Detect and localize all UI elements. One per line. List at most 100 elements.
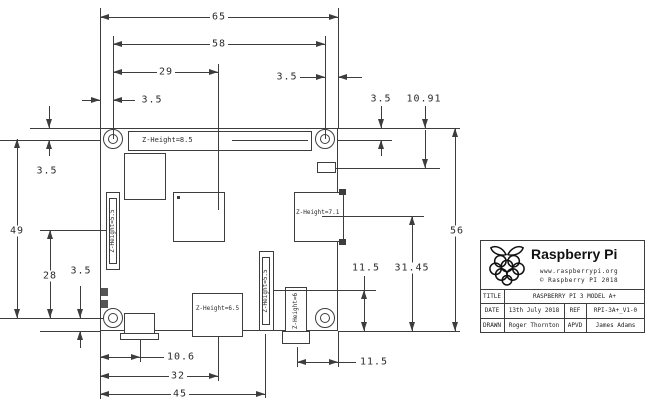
arrow-down-icon (378, 119, 384, 128)
title-block-divider (480, 303, 645, 304)
arrow-up-icon (409, 216, 415, 225)
date-value: 13th July 2018 (508, 307, 560, 314)
dim-label-11.5-right: 11.5 (349, 262, 383, 274)
extension-line (336, 168, 440, 169)
extension-line (30, 128, 100, 129)
dim-label-3.5-top-left: 3.5 (139, 94, 165, 106)
arrow-up-icon (14, 139, 20, 148)
mounting-hole-bottom-left-inner (108, 313, 118, 323)
drawn-value: Roger Thornton (508, 322, 560, 329)
dim-label-3.5-bottom-left: 3.5 (68, 265, 94, 277)
status-led-1 (101, 288, 108, 296)
arrow-down-icon (47, 309, 53, 318)
title-label: TITLE (482, 292, 502, 300)
arrow-up-icon (378, 140, 384, 149)
dim-line (100, 357, 140, 358)
extension-line (40, 230, 106, 231)
usb-connector-label: Z-Height=6.5 (195, 305, 240, 312)
extension-line (0, 318, 103, 319)
hdmi-connector (294, 192, 344, 242)
gpio-header (128, 131, 312, 151)
gpio-leader-line (232, 140, 308, 141)
arrow-up-icon (77, 331, 83, 340)
extension-line (100, 331, 101, 399)
extension-line (338, 331, 339, 367)
arrow-left-icon (100, 373, 109, 379)
arrow-up-icon (46, 140, 52, 149)
dim-label-3.5-top-right: 3.5 (274, 71, 300, 83)
dim-line (425, 106, 426, 128)
dim-line (425, 130, 426, 168)
title-block-divider (504, 289, 505, 333)
dim-line (338, 77, 362, 78)
extension-line (140, 340, 141, 362)
hdmi-pin-bottom (339, 239, 346, 245)
dim-label-11.5-bottom: 11.5 (357, 356, 391, 368)
status-led-2 (101, 300, 108, 308)
extension-line (338, 331, 460, 332)
arrow-left-icon (297, 359, 306, 365)
arrow-down-icon (409, 322, 415, 331)
dim-line (80, 286, 81, 318)
extension-line (218, 337, 219, 381)
dim-label-28: 28 (40, 270, 60, 282)
arrow-left-icon (100, 354, 109, 360)
arrow-down-icon (46, 119, 52, 128)
dim-label-32: 32 (168, 370, 188, 382)
website-text: www.raspberrypi.org (539, 268, 619, 275)
dim-label-29: 29 (156, 66, 176, 78)
arrow-left-icon (113, 41, 122, 47)
extension-line (338, 128, 460, 129)
extension-line (338, 140, 392, 141)
brand-name: Raspberry Pi (531, 246, 618, 262)
title-block-divider (480, 318, 645, 319)
dim-label-3.5-left-top: 3.5 (34, 165, 60, 177)
run-header (317, 162, 336, 173)
arrow-down-icon (422, 119, 428, 128)
usb-connector (192, 293, 243, 337)
micro-usb-flange (120, 333, 159, 340)
drawing-title: RASPBERRY PI 3 MODEL A+ (532, 292, 617, 300)
micro-usb-power (124, 313, 155, 334)
extension-line (265, 334, 266, 398)
soc-pin1-marker (177, 196, 180, 199)
extension-line (325, 36, 326, 139)
dim-line (113, 100, 135, 101)
apvd-value: James Adams (595, 322, 636, 329)
arrow-left-icon (338, 74, 347, 80)
dsi-connector-inner (109, 198, 117, 264)
extension-line (297, 347, 298, 367)
arrow-left-icon (100, 391, 109, 397)
dim-label-49: 49 (7, 225, 27, 237)
camera-connector-inner (262, 257, 270, 325)
audio-jack-label: Z-Height=6 (292, 292, 299, 330)
arrow-right-icon (91, 97, 100, 103)
arrow-right-icon (256, 391, 265, 397)
date-label: DATE (484, 307, 500, 314)
extension-line (113, 36, 114, 139)
extension-line (100, 8, 101, 128)
copyright-text: © Raspberry PI 2018 (539, 277, 619, 284)
arrow-up-icon (452, 128, 458, 137)
dim-line (297, 362, 338, 363)
arrow-down-icon (77, 309, 83, 318)
arrow-left-icon (113, 97, 122, 103)
title-block (480, 240, 645, 333)
arrow-right-icon (329, 359, 338, 365)
dim-label-10.91: 10.91 (404, 93, 444, 105)
drawn-label: DRAWN (482, 322, 502, 329)
dim-label-10.6: 10.6 (164, 351, 198, 363)
ref-label: REF (569, 307, 581, 314)
arrow-right-icon (131, 354, 140, 360)
dim-line (49, 106, 50, 128)
arrow-right-icon (316, 74, 325, 80)
dim-label-65: 65 (209, 11, 229, 23)
apvd-label: APVD (567, 322, 583, 329)
audio-jack-flange (282, 331, 310, 344)
extension-line (218, 64, 219, 210)
arrow-right-icon (209, 69, 218, 75)
dim-label-31.45: 31.45 (392, 262, 432, 274)
ref-value: RPI-3A+_V1-0 (593, 307, 638, 314)
title-block-divider (564, 303, 565, 333)
